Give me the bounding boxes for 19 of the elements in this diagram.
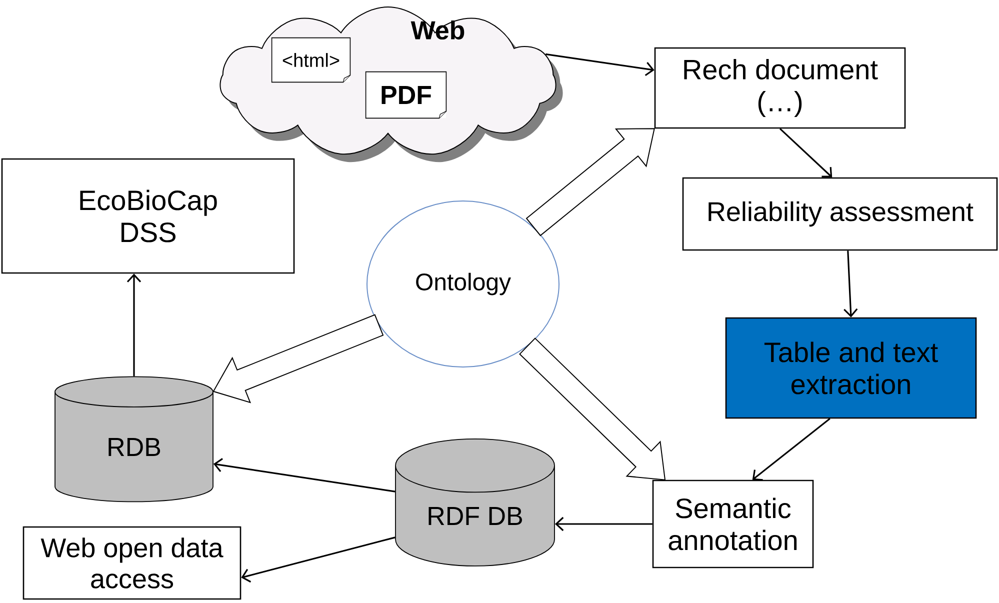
arrow — [554, 516, 652, 532]
database-cylinder: RDB — [54, 376, 214, 502]
process-box: Reliability assessment — [682, 177, 998, 251]
process-box: Semantic annotation — [652, 480, 814, 568]
arrow — [546, 53, 654, 76]
arrow — [126, 274, 142, 376]
process-box: Web open data access — [22, 526, 242, 600]
block-arrow — [519, 338, 666, 480]
process-box: Rech document (…) — [654, 47, 906, 129]
arrow — [213, 458, 396, 492]
database-cylinder: RDF DB — [395, 438, 555, 566]
ellipse-node: Ontology — [366, 200, 560, 368]
arrow — [779, 128, 832, 178]
process-box: Table and text extraction — [725, 317, 977, 419]
arrow — [752, 418, 830, 481]
arrow — [241, 536, 396, 583]
process-box: EcoBioCap DSS — [1, 158, 295, 274]
block-arrow — [212, 314, 384, 404]
arrow — [844, 250, 858, 318]
